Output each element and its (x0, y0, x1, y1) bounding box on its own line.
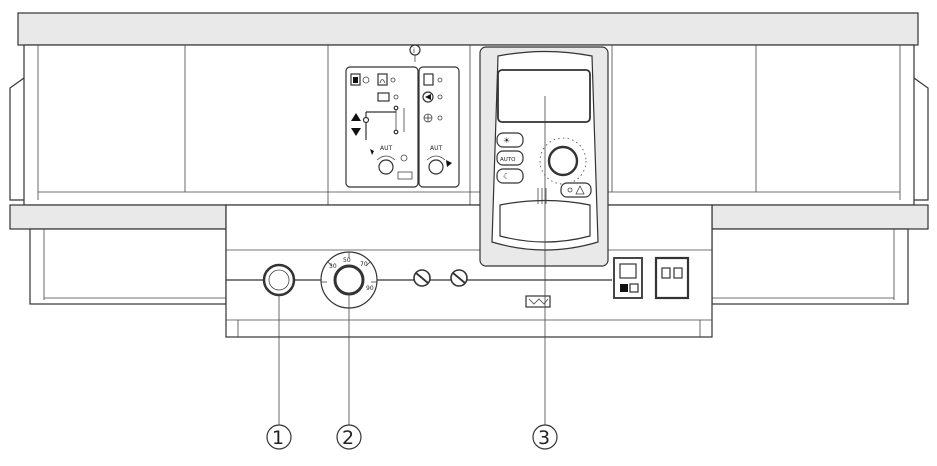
auto-button-label: AUTO (500, 157, 516, 163)
svg-text:2: 2 (342, 427, 354, 449)
right-ledge (711, 204, 929, 230)
top-lid (17, 12, 919, 46)
left-skirt (29, 228, 227, 305)
dial-tick-label: 70 (360, 261, 368, 268)
callout-1: 1 (266, 424, 292, 450)
svg-text:☀: ☀ (503, 136, 510, 145)
flame-icon (377, 73, 396, 86)
arrow-down-icon (351, 128, 361, 136)
panel-housing (9, 12, 929, 305)
svg-text:i: i (413, 47, 415, 55)
mode-selector-right[interactable]: AUT (426, 145, 452, 175)
main-face (23, 44, 915, 206)
hot-water-icon (423, 73, 443, 86)
heating-circuit-icon (350, 73, 370, 86)
right-side-wing (913, 77, 929, 201)
svg-text:1: 1 (272, 427, 284, 449)
night-mode-button[interactable]: ☾ (496, 168, 524, 184)
right-skirt (711, 228, 909, 305)
svg-text:☾: ☾ (503, 172, 510, 181)
screw-right-icon (450, 269, 468, 287)
fan-icon (423, 113, 443, 123)
power-switch[interactable] (613, 257, 643, 299)
thermometer-icon (377, 92, 399, 102)
dial-tick-label: 90 (366, 285, 374, 292)
dial-tick-label: 30 (329, 263, 337, 270)
day-mode-button[interactable]: ☀ (496, 132, 524, 148)
boiler-thermostat-dial[interactable]: 30 50 70 90 (320, 251, 378, 309)
pump-icon (422, 91, 443, 103)
emission-test-switch[interactable] (654, 256, 690, 300)
info-icon: i (409, 44, 421, 62)
room-controller: ☀ AUTO ☾ (479, 46, 609, 267)
svg-text:3: 3 (538, 427, 550, 449)
callout-2: 2 (336, 424, 362, 450)
screw-left-icon (413, 269, 431, 287)
room-temperature-dial[interactable] (539, 137, 587, 185)
left-ledge (9, 204, 227, 230)
dial-tick-label: 50 (343, 257, 351, 264)
aut-label: AUT (430, 145, 442, 152)
callout-3: 3 (532, 424, 558, 450)
function-module-left-plate (345, 66, 419, 188)
function-module: AUT AUT (345, 66, 460, 188)
arrow-up-icon (351, 113, 361, 121)
controller-display (497, 69, 591, 123)
aut-label: AUT (380, 145, 392, 152)
left-side-wing (9, 77, 25, 201)
mode-selector-left[interactable]: AUT (370, 145, 413, 180)
reset-button[interactable] (262, 263, 296, 297)
auto-mode-button[interactable]: AUTO (496, 150, 524, 166)
service-connector-icon (525, 295, 551, 308)
hot-water-button[interactable] (560, 182, 592, 198)
